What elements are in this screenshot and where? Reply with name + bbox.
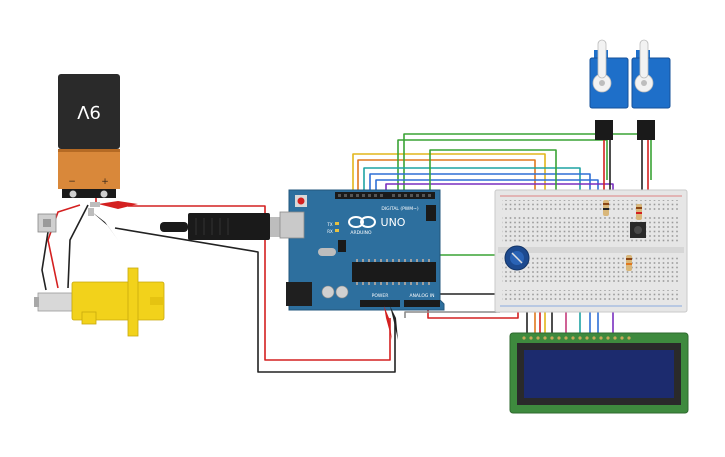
potentiometer[interactable]: [504, 245, 530, 271]
power-header: [360, 300, 400, 307]
breadboard[interactable]: [494, 189, 688, 313]
alligator-clip-red[interactable]: [90, 201, 138, 209]
alligator-clip-black-2[interactable]: [390, 306, 398, 340]
alligator-clip-black[interactable]: [88, 208, 118, 240]
resistor-3: [626, 255, 632, 271]
battery-label: 9V: [76, 101, 100, 122]
digital-label: DIGITAL (PWM~): [381, 206, 419, 212]
wire-switch-black: [41, 231, 49, 291]
wire-red-power: [128, 205, 391, 361]
wire-black-ground: [114, 227, 396, 373]
arduino-uno[interactable]: DIGITAL (PWM~) UNO ARDUINO TX RX: [279, 189, 445, 311]
wire-green-2: [403, 133, 652, 193]
wire-green-servo: [429, 149, 557, 200]
wire-green-top: [397, 139, 608, 193]
usb-cable: [160, 213, 294, 240]
wire-motor-black: [67, 204, 89, 289]
battery-plus: +: [101, 177, 109, 187]
battery-minus: −: [68, 177, 76, 187]
battery-9v[interactable]: 9V − +: [58, 74, 120, 198]
lcd-screen: [524, 350, 674, 398]
arduino-power-jack[interactable]: [286, 282, 312, 306]
analog-label: ANALOG IN: [409, 293, 434, 299]
resistor-2: [636, 204, 642, 220]
slide-switch[interactable]: [37, 213, 57, 233]
capacitor-1: [321, 285, 335, 299]
push-button[interactable]: [630, 222, 646, 238]
arduino-usb-port[interactable]: [279, 211, 305, 239]
lcd-16x2[interactable]: [509, 332, 689, 414]
digital-header: [335, 192, 435, 199]
atmega-chip: [352, 262, 436, 282]
crystal: [318, 248, 336, 256]
rx-label: RX: [327, 229, 333, 234]
servo-1[interactable]: [589, 39, 629, 140]
arduino-logo: [348, 216, 376, 228]
analog-header: [404, 300, 440, 307]
dc-gear-motor[interactable]: [34, 267, 165, 337]
icsp-header: [426, 205, 436, 221]
servo-2[interactable]: [631, 39, 671, 140]
arduino-brand: ARDUINO: [350, 230, 372, 236]
resistor-1: [603, 200, 609, 216]
wire-gray-rail: [404, 311, 500, 318]
tx-label: TX: [326, 222, 332, 227]
alligator-clip-red-2[interactable]: [384, 306, 392, 340]
arduino-model: UNO: [381, 216, 406, 229]
power-label: POWER: [372, 293, 389, 299]
icsp-header-2: [338, 240, 346, 252]
capacitor-2: [335, 285, 349, 299]
